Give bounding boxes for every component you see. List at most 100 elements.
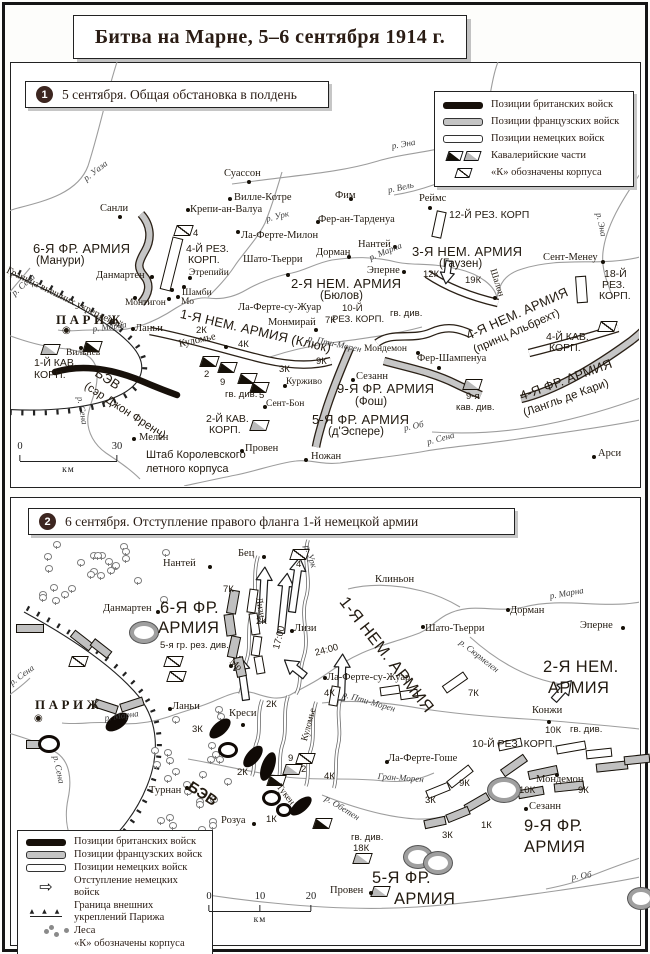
- cav-pair-icon: [441, 150, 485, 161]
- map-label: 2: [204, 369, 210, 380]
- tree-icon: [165, 756, 174, 765]
- scale-tick-label: 0: [17, 441, 23, 452]
- tree-icon: [157, 817, 166, 826]
- map-label: Турнан: [149, 785, 182, 796]
- town-dot-icon: [131, 327, 135, 331]
- unit-oval-icon: [424, 852, 452, 874]
- map-label: 9-я: [466, 391, 480, 402]
- cavalry-unit-icon: [282, 764, 303, 775]
- tree-icon: [171, 768, 180, 776]
- tree-icon: [216, 756, 225, 765]
- tree-icon: [112, 562, 121, 571]
- panel-1-number-badge: 1: [36, 86, 53, 103]
- map-label: 7К: [468, 688, 479, 699]
- map-label: летного корпуса: [146, 463, 229, 475]
- town-dot-icon: [592, 455, 596, 459]
- map-label: 3К: [279, 364, 290, 375]
- town-dot-icon: [601, 260, 605, 264]
- town-dot-icon: [385, 760, 389, 764]
- french-position-icon: [16, 624, 44, 633]
- map-label: Лизи: [294, 623, 317, 634]
- map-label: 2-Я НЕМ.: [543, 658, 619, 676]
- map-label: 10-Й РЕЗ. КОРП.: [472, 738, 556, 750]
- tree-icon: [161, 549, 170, 558]
- town-dot-icon: [247, 180, 251, 184]
- map-label: 2-Я НЕМ. АРМИЯ: [291, 276, 402, 291]
- tree-icon: [96, 571, 105, 580]
- map-label: Ножан: [311, 451, 342, 462]
- map-label: Дорман: [510, 605, 545, 616]
- map-label: 9К: [578, 785, 589, 796]
- unit-oval-icon: [130, 622, 158, 643]
- town-dot-icon: [290, 629, 294, 633]
- map-label: КОРП.: [34, 369, 66, 381]
- map-label: Реймс: [419, 193, 447, 204]
- tree-icon: [164, 775, 173, 784]
- map-label: Суассон: [224, 168, 261, 179]
- german-position-icon: [379, 684, 401, 697]
- none-icon: [24, 939, 68, 950]
- legend-row: Отступление немецких войск: [24, 875, 206, 899]
- french-position-icon: [89, 638, 113, 659]
- map-label: Сент-Менеу: [543, 252, 598, 263]
- town-dot-icon: [262, 555, 266, 559]
- town-dot-icon: [170, 288, 174, 292]
- tree-icon: [52, 541, 61, 549]
- map-label: 9: [220, 377, 226, 388]
- map-label: Ла-Ферте-Милон: [241, 230, 319, 241]
- map-label: (Фош): [355, 396, 388, 408]
- map-label: Бец: [238, 548, 255, 559]
- map-label: 3-Я НЕМ. АРМИЯ: [412, 244, 523, 259]
- legend-row: Позиции французских войск: [441, 116, 627, 128]
- french-position-icon: [69, 629, 95, 652]
- german-position-icon: [555, 740, 587, 755]
- map-label: гв. див.: [225, 389, 258, 400]
- map-label: БЭВ: [184, 778, 221, 810]
- town-dot-icon: [150, 275, 154, 279]
- german-position-icon: [441, 671, 469, 694]
- legend-row: «К» обозначены корпуса: [24, 938, 206, 950]
- map-label: Сезанн: [529, 801, 561, 812]
- map-label: АРМИЯ: [394, 890, 456, 908]
- legend-row: Позиции британских войск: [24, 836, 206, 848]
- legend-label: Леса: [74, 925, 96, 937]
- town-dot-icon: [186, 208, 190, 212]
- legend-label: Кавалерийские части: [491, 149, 586, 161]
- unit-oval-icon: [262, 790, 281, 806]
- town-dot-icon: [185, 786, 189, 790]
- map-label: 4-Й КАВ.: [546, 331, 589, 343]
- map-label: Этрепийи: [189, 268, 229, 278]
- map-label: р. Сена: [51, 754, 67, 785]
- map-label: 1К: [266, 814, 277, 825]
- map-label: Данмартен: [96, 270, 145, 281]
- map-label: 18-Й: [604, 268, 627, 280]
- map-label: Монтигон: [125, 298, 166, 308]
- tree-icon: [224, 777, 233, 786]
- map-label: 9-Я ФР. АРМИЯ: [337, 381, 435, 396]
- tree-icon: [106, 567, 115, 576]
- town-dot-icon: [369, 891, 373, 895]
- town-dot-icon: [428, 206, 432, 210]
- map-label: 17:00: [271, 624, 288, 651]
- map-label: Креси: [229, 708, 257, 719]
- town-dot-icon: [416, 351, 420, 355]
- town-dot-icon: [224, 345, 228, 349]
- town-dot-icon: [133, 296, 137, 300]
- scale-tick-label: 0: [206, 891, 212, 902]
- town-dot-icon: [349, 197, 353, 201]
- map-label: Нантей: [358, 239, 391, 250]
- tree-icon: [163, 749, 172, 758]
- black-bar-icon: [24, 837, 68, 848]
- town-dot-icon: [393, 245, 397, 249]
- map-label: р. Сена: [7, 662, 36, 688]
- map-label: 4К: [324, 771, 335, 782]
- map-label: 2К: [266, 699, 277, 710]
- town-dot-icon: [188, 276, 192, 280]
- map-label: 1К: [481, 820, 492, 831]
- map-label: ПАРИЖ: [56, 312, 124, 327]
- scale-tick: [310, 905, 312, 911]
- town-dot-icon: [547, 720, 551, 724]
